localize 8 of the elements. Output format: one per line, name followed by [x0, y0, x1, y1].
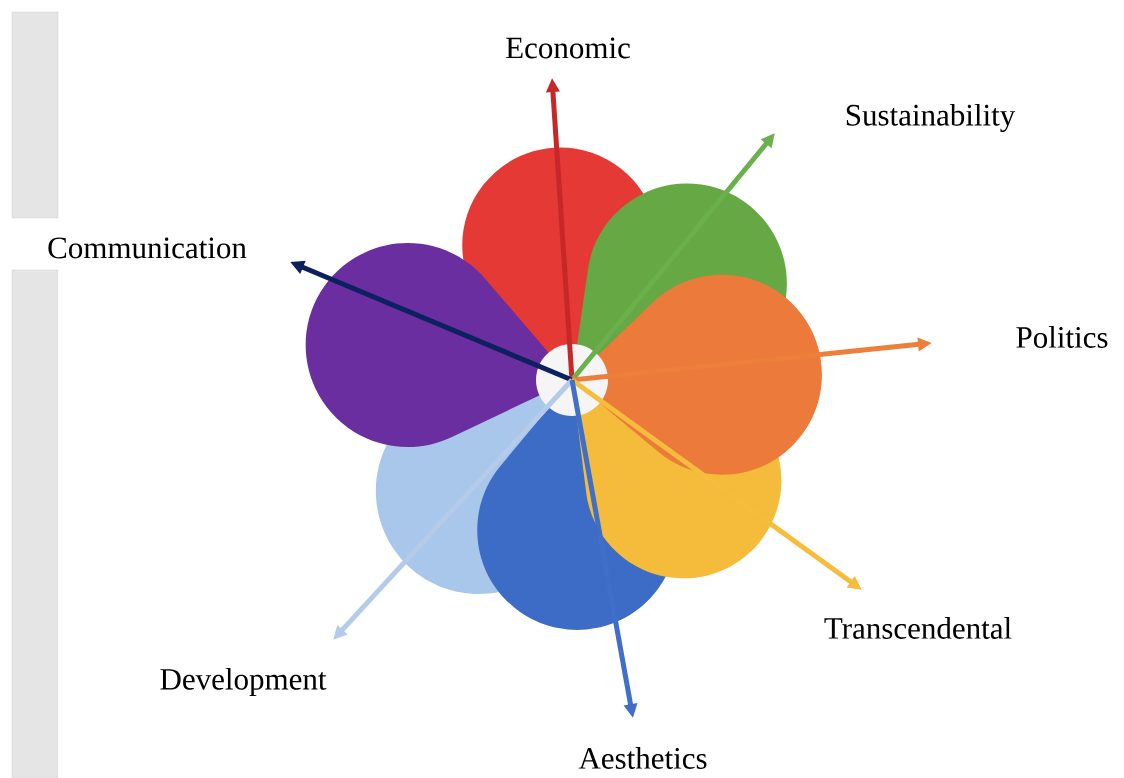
- axis-label: Development: [160, 667, 327, 697]
- axis-label: Sustainability: [846, 103, 1016, 133]
- axis-label: Aesthetics: [578, 747, 707, 769]
- axis-label: Politics: [1016, 326, 1108, 348]
- center-circle: [536, 344, 608, 416]
- axis-label: Communication: [48, 237, 247, 259]
- axis-label: Transcendental: [824, 617, 1012, 639]
- axis-label: Economic: [506, 37, 630, 59]
